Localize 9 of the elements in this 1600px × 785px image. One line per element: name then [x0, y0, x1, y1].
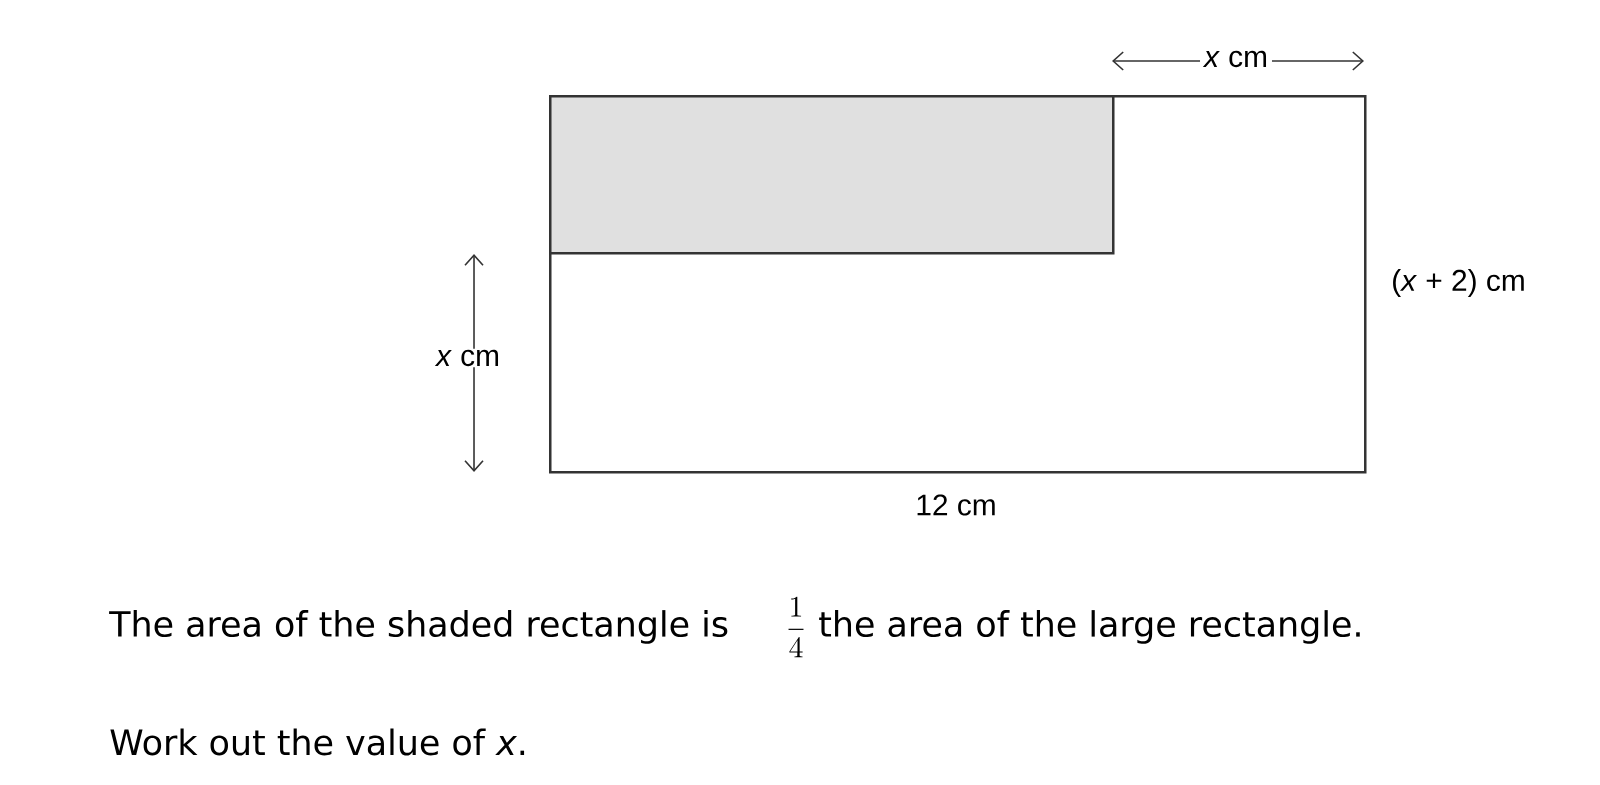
fraction: $\frac{1}{4}$ [788, 596, 804, 658]
dimension-label: x cm [1200, 49, 1272, 69]
question-text: Work out the value of x. [110, 728, 525, 756]
shaded-rectangle [549, 95, 1115, 255]
dimension-label: (x + 2) cm [1393, 269, 1524, 297]
question-text: The area of the shaded rectangle is [109, 610, 728, 644]
dimension-label: 12 cm [917, 494, 995, 516]
question-text: the area of the large rectangle. [819, 610, 1360, 644]
dimension-label: x cm [432, 348, 504, 368]
